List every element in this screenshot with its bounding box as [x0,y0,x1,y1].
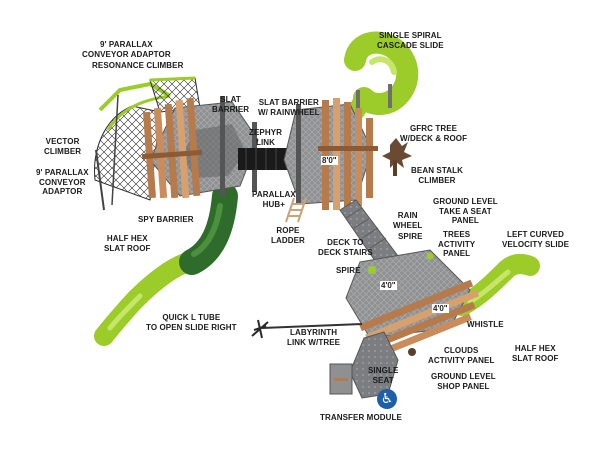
slat-barrier-rainwheel [318,98,378,210]
label-resonance-climber: RESONANCE CLIMBER [92,61,184,70]
single-spiral-cascade-slide [336,31,419,133]
label-spire-upper: SPIRE [398,232,423,241]
quick-l-tube-slide [94,183,238,346]
half-hex-slat-roof-right [359,279,480,358]
gfrc-tree [382,138,412,176]
rope-ladder [285,197,307,223]
deck-height-lower-right: 4'0" [432,304,449,313]
left-tower [141,96,259,199]
labyrinth-link [251,319,363,339]
spire-top [368,266,376,274]
spire-right [426,252,434,260]
deck-height-upper: 8'0" [321,156,338,165]
lower-tower [345,249,480,358]
clouds-panel-disc [408,348,416,356]
label-whistle: WHISTLE [467,320,504,329]
zephyr-link [238,148,290,170]
wheelchair-icon: ♿ [377,389,397,409]
transfer-module-steps [329,331,399,399]
label-transfer-module: TRANSFER MODULE [320,413,402,422]
deck-height-lower-left: 4'0" [380,281,397,290]
upper-right-tower [283,98,378,210]
label-spy-barrier: SPY BARRIER [138,215,194,224]
half-hex-slat-roof-left [141,97,203,199]
label-spire-lower: SPIRE [336,266,361,275]
